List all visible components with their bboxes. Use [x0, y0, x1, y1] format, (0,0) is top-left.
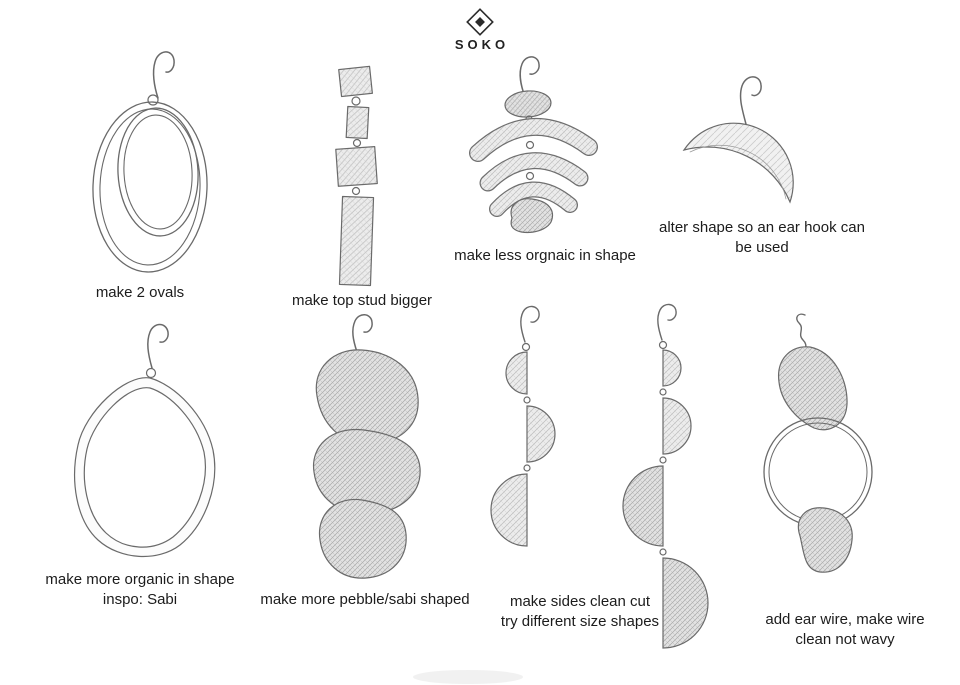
- half-disc-2: [662, 397, 692, 455]
- scan-smudge-artifact: [413, 670, 523, 684]
- bottom-pebble: [797, 507, 853, 573]
- brand-name: SOKO: [454, 37, 510, 52]
- caption-half-moon-drops: make sides clean cut try different size …: [500, 593, 660, 630]
- medium-square: [335, 146, 378, 187]
- connector-loop: [145, 367, 157, 379]
- connector-loop: [523, 464, 531, 472]
- caption-double-oval-hoop: make 2 ovals: [95, 284, 185, 301]
- ear-hook: [352, 314, 373, 353]
- caption-crescent: alter shape so an ear hook can be used: [659, 219, 865, 256]
- connector-loop: [525, 140, 535, 150]
- connector-loop: [659, 548, 667, 556]
- sketch-pebble-stack-earring: [312, 314, 421, 579]
- sketch-stacked-squares-earring: [335, 65, 378, 287]
- connector-loop: [659, 456, 667, 464]
- connector-loop: [351, 186, 361, 196]
- half-disc-3: [622, 465, 664, 547]
- pebble-bottom: [318, 498, 407, 579]
- inner-oval: [117, 107, 199, 237]
- hoop-ring-inner: [768, 422, 868, 522]
- ear-hook: [657, 303, 677, 341]
- half-disc-2: [526, 405, 556, 463]
- top-stud: [504, 90, 552, 118]
- crescent-body: [682, 122, 794, 204]
- teardrop-pebble: [778, 346, 848, 431]
- top-stud-square: [338, 65, 373, 98]
- half-disc-1: [662, 349, 682, 387]
- connector-loop: [523, 396, 531, 404]
- caption-arc-fan: make less orgnaic in shape: [454, 247, 636, 264]
- ear-hook: [152, 51, 175, 99]
- half-disc-1: [505, 351, 528, 395]
- caption-pebble-stack: make more pebble/sabi shaped: [260, 591, 470, 608]
- sketch-double-oval-hoop-earring: [92, 51, 208, 273]
- connector-loop: [147, 94, 159, 106]
- sketch-half-moon-drop-earring-large: [622, 303, 709, 649]
- sketch-arc-fan-earring: [469, 56, 598, 234]
- connector-loop: [658, 340, 668, 350]
- long-rectangle: [338, 195, 375, 287]
- crescent-rim-line: [689, 144, 787, 200]
- soko-diamond-logo-icon: [466, 8, 494, 36]
- caption-teardrop-ring: add ear wire, make wire clean not wavy: [765, 611, 925, 648]
- sketch-crescent-earring: [682, 76, 794, 204]
- caption-organic-hoop: make more organic in shape inspo: Sabi: [45, 571, 235, 608]
- small-rectangle: [345, 105, 370, 140]
- connector-loop: [521, 342, 531, 352]
- connector-loop: [352, 138, 362, 148]
- sketch-half-moon-drop-earring-small: [490, 305, 556, 547]
- ear-hook: [147, 323, 169, 369]
- connector-loop: [351, 96, 361, 106]
- connector-loop: [525, 171, 535, 181]
- sketch-organic-hoop-earring: [74, 323, 216, 557]
- sketch-teardrop-ring-earring: [763, 313, 873, 573]
- caption-stacked-squares: make top stud bigger: [291, 292, 433, 309]
- outer-oval: [92, 101, 208, 273]
- ear-hook: [519, 56, 540, 98]
- bottom-pebble: [510, 198, 553, 234]
- hoop-band: [74, 377, 216, 557]
- ear-hook: [739, 76, 762, 129]
- connector-loop: [659, 388, 667, 396]
- half-disc-3: [490, 473, 528, 547]
- half-disc-4: [662, 557, 709, 649]
- ear-hook: [520, 305, 540, 343]
